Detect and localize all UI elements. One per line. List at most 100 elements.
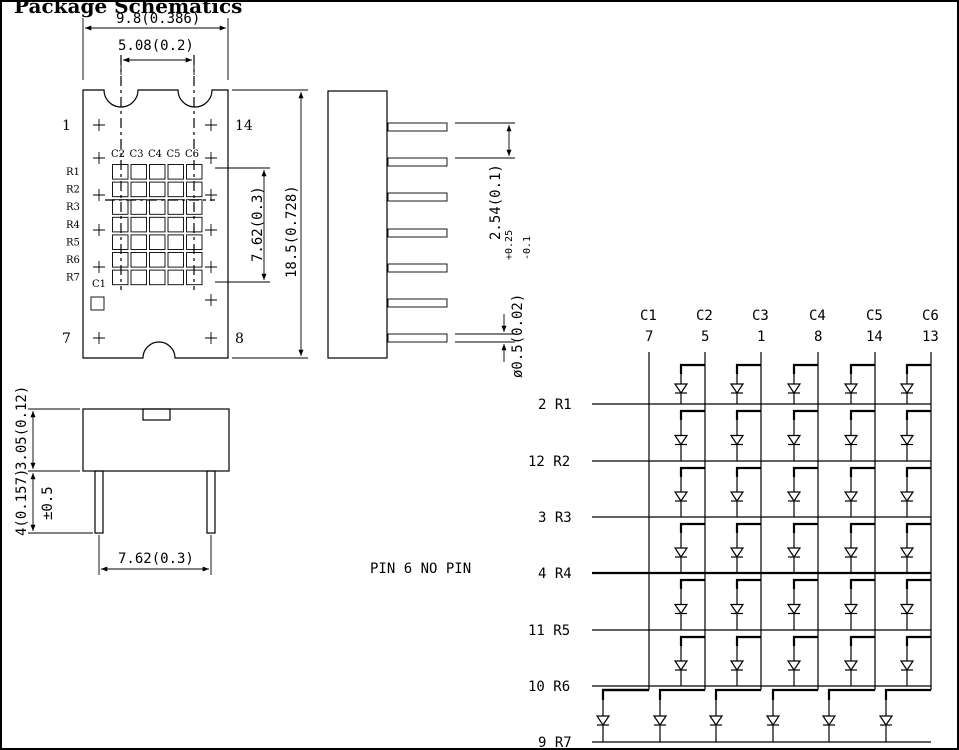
diode-branch — [792, 466, 818, 477]
circuit-row-label: 4 R4 — [538, 566, 572, 582]
led-diode — [673, 646, 689, 686]
led-diode — [729, 420, 745, 461]
diode-branch — [849, 522, 875, 533]
dim-pin-dia-tol-plus: +0.25 — [504, 230, 515, 260]
led-dot — [112, 252, 129, 268]
led-diode — [843, 374, 859, 404]
led-dot — [130, 269, 147, 286]
side-pin — [387, 263, 448, 273]
led-dot — [167, 216, 184, 233]
pin-8-label: 8 — [235, 331, 244, 347]
led-dot — [149, 181, 166, 198]
c1-label: C1 — [92, 279, 106, 290]
dim-body-height-label: 3.05(0.12) — [14, 386, 30, 470]
diode-branch — [849, 409, 875, 420]
led-diode — [652, 700, 668, 742]
led-dot — [112, 269, 129, 286]
led-diode — [843, 477, 859, 517]
led-dot — [186, 181, 203, 198]
led-diode — [673, 374, 689, 404]
side-pin — [387, 333, 448, 343]
dim-pitch-label: 5.08(0.2) — [118, 38, 194, 54]
led-dot — [112, 199, 129, 215]
circuit-col-pin: 7 — [645, 329, 653, 345]
front-row-label: R6 — [66, 255, 80, 266]
led-dot — [149, 216, 166, 233]
dim-pin-dia-tol-minus: -0.1 — [522, 236, 533, 260]
front-row-label: R1 — [66, 167, 80, 178]
circuit-col-pin: 13 — [922, 329, 939, 345]
led-diode — [786, 533, 802, 573]
front-view: 9.8(0.386) 5.08(0.2) 1 14 7 8 R1R2R3R4R5… — [62, 11, 308, 359]
led-dot — [167, 199, 184, 215]
bottom-pin-right — [206, 470, 216, 534]
pin-1-marker — [90, 296, 105, 311]
led-dot — [167, 164, 184, 180]
dim-pin-dia-label: ø0.5(0.02) — [510, 294, 526, 378]
circuit-row-label: 3 R3 — [538, 510, 572, 526]
bottom-view: 3.05(0.12) 4(0.157) ±0.5 7.62(0.3) — [14, 386, 230, 575]
circuit-col-name: C2 — [696, 308, 713, 324]
led-dot — [167, 252, 184, 268]
circuit-col-pin: 5 — [701, 329, 709, 345]
led-diode — [673, 420, 689, 461]
led-diode — [786, 374, 802, 404]
led-diode — [899, 589, 915, 630]
led-dot — [130, 234, 147, 250]
diode-branch — [905, 409, 931, 420]
side-pins — [387, 122, 448, 343]
diode-branch — [849, 466, 875, 477]
diode-branch — [849, 635, 875, 646]
led-diode — [899, 477, 915, 517]
diode-branch — [679, 635, 705, 646]
r7-branch — [884, 688, 931, 700]
r7-branch — [601, 688, 649, 700]
led-diode — [899, 374, 915, 404]
led-diode — [899, 420, 915, 461]
led-dot-grid — [112, 164, 203, 286]
diode-branch — [735, 635, 761, 646]
diode-branch — [792, 522, 818, 533]
side-pin — [387, 157, 448, 167]
circuit-row-label: 11 R5 — [528, 623, 570, 639]
circuit-col-name: C6 — [922, 308, 939, 324]
side-pin — [387, 228, 448, 238]
led-dot — [149, 252, 166, 268]
side-view: 2.54(0.1) ø0.5(0.02) +0.25 -0.1 — [327, 90, 533, 378]
pin-1-label: 1 — [62, 118, 71, 134]
led-dot — [112, 234, 129, 250]
led-dot — [186, 269, 203, 286]
led-diode — [786, 646, 802, 686]
led-dot — [112, 181, 129, 198]
diode-branch — [679, 578, 705, 589]
diode-branch — [735, 578, 761, 589]
led-dot — [130, 216, 147, 233]
led-diode — [673, 533, 689, 573]
led-diode — [595, 700, 611, 742]
dim-width-label: 9.8(0.386) — [116, 11, 200, 27]
r7-branch — [714, 688, 761, 700]
diode-branch — [905, 522, 931, 533]
side-pin — [387, 122, 448, 132]
bottom-pin-left — [94, 470, 104, 534]
led-diode — [878, 700, 894, 742]
led-diode — [843, 589, 859, 630]
led-dot — [130, 164, 147, 180]
side-pin — [387, 192, 448, 202]
circuit-col-name: C5 — [866, 308, 883, 324]
no-pin-note: PIN 6 NO PIN — [370, 561, 471, 577]
bottom-notch — [142, 408, 171, 421]
front-row-label: R4 — [66, 220, 80, 231]
page-title: Package Schematics — [14, 0, 242, 18]
circuit-row-label: 2 R1 — [538, 397, 572, 413]
led-diode — [786, 589, 802, 630]
diode-branch — [792, 635, 818, 646]
front-col-label: C2 — [111, 149, 125, 160]
led-dot — [149, 269, 166, 286]
led-dot — [130, 181, 147, 198]
